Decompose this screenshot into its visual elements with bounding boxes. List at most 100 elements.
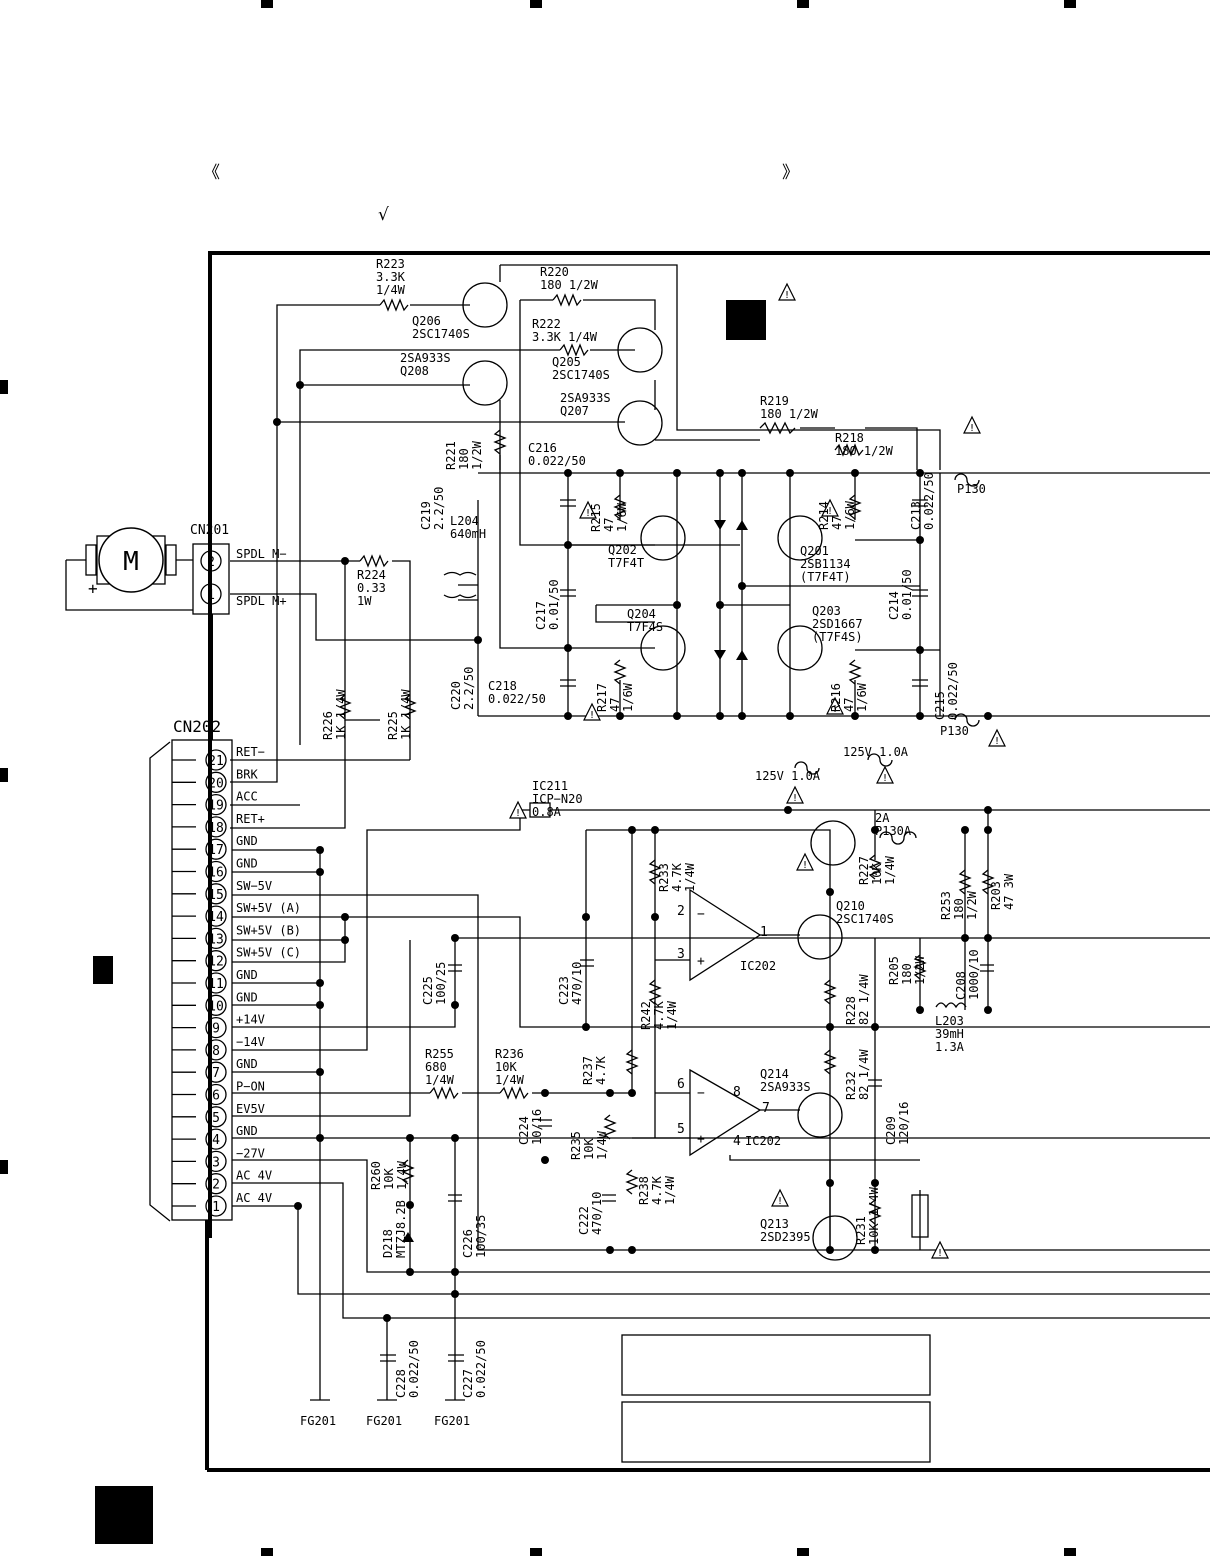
label-c225: C225100/25 [421, 962, 448, 1005]
cn202-signal-2: AC 4V [236, 1169, 272, 1183]
svg-text:8: 8 [733, 1085, 741, 1100]
label-c213: C2130.022/50 [909, 472, 936, 530]
label-r233: R2334.7K1/4W [657, 862, 697, 892]
label-c215: C2150.022/50 [933, 662, 960, 720]
svg-text:!: ! [969, 423, 975, 434]
cn202-signal-20: BRK [236, 767, 258, 781]
cn202-pin-21: 21 [208, 754, 224, 769]
svg-text:!: ! [585, 508, 591, 519]
cn202-pin-2: 2 [212, 1178, 220, 1193]
cn202-pin-11: 11 [208, 977, 224, 992]
svg-text:7: 7 [762, 1101, 770, 1116]
header-check-mark: √ [378, 205, 389, 225]
cn201-label: CN201 [190, 523, 229, 538]
cn202-pin-14: 14 [208, 910, 224, 925]
svg-text:+: + [697, 1132, 705, 1147]
driver-wiring [230, 264, 1210, 829]
cn202-pin-6: 6 [212, 1089, 220, 1104]
cn202-signal-17: GND [236, 834, 258, 848]
label-c223: C223470/10 [557, 962, 584, 1005]
svg-text:−: − [697, 1086, 705, 1101]
label-ic202-lower: IC202 [745, 1134, 781, 1148]
section-marker-left [93, 956, 113, 984]
svg-text:!: ! [827, 506, 833, 517]
cn202-pin-20: 20 [208, 776, 224, 791]
cn202-pin-9: 9 [212, 1022, 220, 1037]
label-r242: R2424.7K1/4W [639, 1000, 679, 1030]
note-box-1 [621, 1334, 931, 1396]
svg-text:!: ! [994, 736, 1000, 747]
label-p130a: P130 [957, 482, 986, 496]
cn202-pin-7: 7 [212, 1066, 220, 1081]
cn202-pin-5: 5 [212, 1111, 220, 1126]
label-r231: R23110K 1/4W [854, 1186, 881, 1245]
cn202-signal-14: SW+5V (A) [236, 901, 301, 915]
cn202-signal-4: GND [236, 1124, 258, 1138]
cn201-signal-1: SPDL M+ [236, 594, 287, 608]
label-p130b: P130 [940, 724, 969, 738]
svg-text:1: 1 [760, 925, 768, 940]
label-r260: R26010K1/4W [369, 1160, 409, 1190]
svg-text:!: ! [882, 773, 888, 784]
cn202-signal-13: SW+5V (B) [236, 923, 301, 937]
cn202-signal-18: RET+ [236, 812, 265, 826]
cn202-signal-16: GND [236, 857, 258, 871]
q205 [617, 327, 663, 373]
cn202-pin-13: 13 [208, 932, 224, 947]
label-r214: R214471/6W [817, 500, 857, 530]
motor: M + [65, 527, 193, 611]
label-c222: C222470/10 [577, 1192, 604, 1235]
cn202-pin-12: 12 [208, 955, 224, 970]
diode-bridge [402, 520, 748, 1242]
label-c219: C2192.2/50 [419, 487, 446, 530]
svg-text:!: ! [784, 290, 790, 301]
cn202-signal-19: ACC [236, 790, 258, 804]
label-r228: R22882 1/4W [844, 974, 871, 1025]
cn202-pin-8: 8 [212, 1044, 220, 1059]
svg-text:!: ! [832, 704, 838, 715]
label-fg201-2: FG201 [366, 1414, 402, 1428]
cn202-signal-11: GND [236, 968, 258, 982]
q210-upper [810, 820, 856, 866]
label-r203: R20347 3W [989, 873, 1016, 910]
resistors [338, 293, 995, 1225]
svg-text:2: 2 [677, 904, 685, 919]
header-close-mark: 》 [782, 163, 799, 183]
label-c208: C2081000/10 [954, 949, 981, 1000]
cn202-pin-16: 16 [208, 866, 224, 881]
cn202-pin-19: 19 [208, 799, 224, 814]
svg-text:−: − [697, 907, 705, 922]
label-r238: R2384.7K1/4W [637, 1175, 677, 1205]
cn202-pin-4: 4 [212, 1133, 220, 1148]
label-r227: R22710K1/4W [857, 855, 897, 885]
label-r235: R23510K1/4W [569, 1130, 609, 1160]
q207 [617, 400, 663, 446]
svg-text:!: ! [589, 710, 595, 721]
cn202-pin-1: 1 [212, 1200, 220, 1215]
label-c209: C209120/16 [884, 1102, 911, 1145]
label-c226: C226100/35 [461, 1215, 488, 1258]
label-fg201-1: FG201 [300, 1414, 336, 1428]
ic211-body [529, 802, 551, 818]
junction-dots [273, 381, 992, 1322]
section-marker-top [726, 300, 766, 340]
q201 [777, 515, 823, 561]
